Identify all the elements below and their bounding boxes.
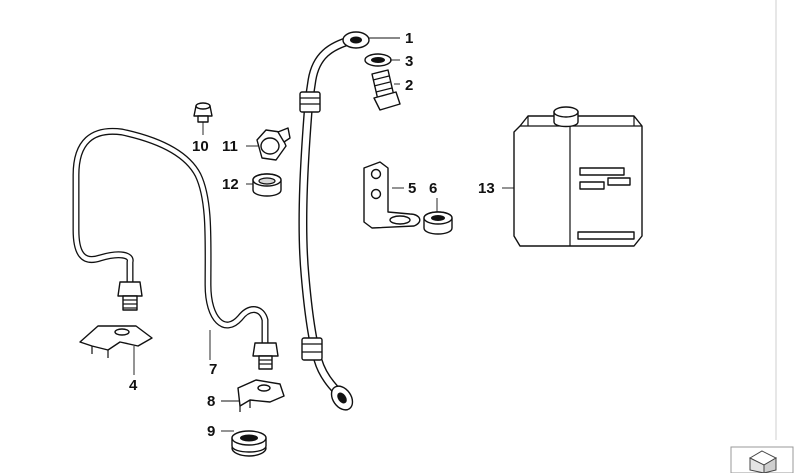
cube-logo-icon (730, 446, 794, 473)
pipe-clip-right (237, 379, 285, 412)
brake-pipe (72, 127, 269, 349)
callout-labels: 1 3 2 10 11 12 5 6 13 4 7 8 9 (129, 30, 495, 440)
sealing-washer (364, 53, 392, 67)
grommet-lower (231, 430, 267, 457)
leader-lines (133, 37, 514, 432)
banjo-bolt (371, 69, 401, 111)
callout-12: 12 (222, 176, 239, 193)
callout-1: 1 (405, 30, 413, 47)
brake-fluid-container (513, 106, 643, 247)
hose-bracket (363, 161, 421, 229)
callout-10: 10 (192, 138, 209, 155)
callout-11: 11 (222, 138, 238, 155)
hose-clamp (256, 127, 291, 161)
bleed-cap (193, 102, 213, 123)
callout-8: 8 (207, 393, 215, 410)
callout-6: 6 (429, 180, 437, 197)
callout-9: 9 (207, 423, 215, 440)
callout-13: 13 (478, 180, 495, 197)
brake-hose (298, 31, 370, 411)
callout-4: 4 (129, 377, 138, 394)
callout-2: 2 (405, 77, 413, 94)
callout-5: 5 (408, 180, 416, 197)
callout-3: 3 (405, 53, 413, 70)
grommet-upper (252, 173, 282, 197)
pipe-fitting-right (252, 342, 279, 370)
callout-7: 7 (209, 361, 217, 378)
pipe-clip-left (79, 325, 153, 358)
grommet-bracket (423, 211, 453, 235)
pipe-fitting-left (117, 281, 143, 311)
